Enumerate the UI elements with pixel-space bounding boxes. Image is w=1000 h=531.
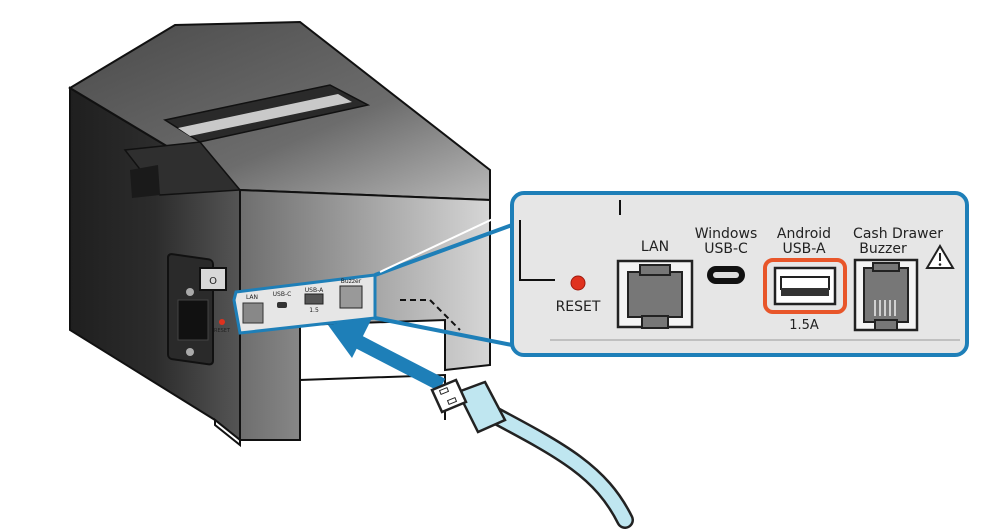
usba-highlight [763,258,847,314]
insert-arrow [328,318,446,392]
printer: O RESET LAN USB-C USB-A 1.5 Buzzer [68,20,491,448]
usbc-label-line2: USB-C [704,241,748,257]
zoom-panel: RESET LAN Windows USB-C Android USB-A 1.… [510,191,969,357]
power-switch-mark: O [209,276,217,287]
back-reset-dot [219,319,225,325]
cash-drawer-port [853,258,919,332]
svg-text:USB-A: USB-A [305,287,324,294]
svg-text:LAN: LAN [246,294,258,301]
usba-current-label: 1.5A [789,318,819,333]
lan-label: LAN [641,239,669,255]
usbc-port [707,266,745,284]
drawer-label-line1: Cash Drawer [853,226,943,242]
svg-text:RESET: RESET [214,328,231,334]
reset-label: RESET [556,299,601,315]
reset-button [570,275,586,291]
drawer-label-line2: Buzzer [859,241,907,257]
usbc-label-line1: Windows [695,226,758,242]
svg-text:USB-C: USB-C [273,291,292,298]
svg-text:1.5: 1.5 [309,307,319,314]
usba-label-line1: Android [777,226,831,242]
warning-triangle-icon [925,244,955,269]
svg-text:Buzzer: Buzzer [341,278,362,285]
usba-label-line2: USB-A [782,241,825,257]
callout-leaders [374,209,513,347]
lan-port [616,259,694,329]
usb-cable [430,378,634,529]
usba-port [773,266,837,306]
